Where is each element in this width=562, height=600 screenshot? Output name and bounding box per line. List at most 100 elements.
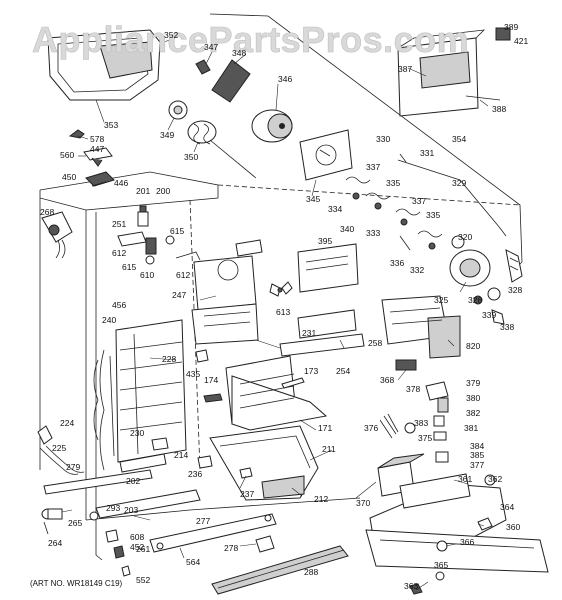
callout-352: 352 (164, 30, 178, 40)
callout-446: 446 (114, 178, 128, 188)
callout-395: 395 (318, 236, 332, 246)
watermark-text: AppliancePartsPros.com (32, 19, 469, 60)
fan-blade-613 (269, 281, 293, 297)
bracket-278 (255, 535, 275, 553)
small-parts-236-237 (197, 455, 253, 479)
callout-338: 338 (500, 322, 514, 332)
callout-261: 261 (136, 544, 150, 554)
ice-bucket-tray-211 (209, 425, 319, 501)
callout-615-right: 615 (170, 226, 184, 236)
drain-tube-224-225 (37, 425, 85, 475)
bracket-450-446 (85, 171, 115, 187)
callout-380: 380 (466, 393, 480, 403)
callout-362: 362 (488, 474, 502, 484)
brackets-612-615 (117, 231, 201, 265)
wire-bin-171 (225, 355, 328, 431)
callout-331: 331 (420, 148, 434, 158)
callout-328: 328 (508, 285, 522, 295)
callout-214: 214 (174, 450, 188, 460)
callout-330: 330 (376, 134, 390, 144)
drain-pan-360 (365, 473, 549, 595)
slide-parts-173-174 (195, 349, 305, 403)
roller-265-264 (41, 508, 63, 535)
callout-337-upper: 337 (366, 162, 380, 172)
callout-277: 277 (196, 516, 210, 526)
callout-552: 552 (136, 575, 150, 585)
callout-613: 613 (276, 307, 290, 317)
leader-lines (61, 35, 495, 591)
callout-201: 201 (136, 186, 150, 196)
callout-230: 230 (130, 428, 144, 438)
callout-421: 421 (514, 36, 528, 46)
callout-578: 578 (90, 134, 104, 144)
callout-224: 224 (60, 418, 74, 428)
callout-564: 564 (186, 557, 200, 567)
callout-387: 387 (398, 64, 412, 74)
callout-336: 336 (390, 258, 404, 268)
callout-247: 247 (172, 290, 186, 300)
callout-377: 377 (470, 460, 484, 470)
callout-365: 365 (434, 560, 448, 570)
callout-326: 326 (468, 295, 482, 305)
callout-350: 350 (184, 152, 198, 162)
callout-325: 325 (434, 295, 448, 305)
callout-333: 333 (366, 228, 380, 238)
callout-211: 211 (322, 444, 336, 454)
slide-rail-277 (149, 513, 277, 553)
motor-cover-346 (251, 109, 293, 143)
callout-251: 251 (112, 219, 126, 229)
callout-320: 320 (458, 232, 472, 242)
evaporator-fan-housing-247 (191, 239, 263, 345)
callout-200: 200 (156, 186, 170, 196)
callout-378: 378 (406, 384, 420, 394)
callout-339: 339 (482, 310, 496, 320)
callout-612-left: 612 (112, 248, 126, 258)
callout-337-lower: 337 (412, 196, 426, 206)
callout-363: 363 (404, 581, 418, 591)
callout-389: 389 (504, 22, 518, 32)
callout-384: 384 (470, 441, 484, 451)
art-number: (ART NO. WR18149 C19) (30, 579, 123, 588)
callout-264: 264 (48, 538, 62, 548)
callout-361: 361 (458, 474, 472, 484)
linkage-rod-329 (397, 153, 507, 237)
callout-236: 236 (188, 469, 202, 479)
callout-376: 376 (364, 423, 378, 433)
callout-171: 171 (318, 423, 332, 433)
light-socket-268 (41, 211, 73, 259)
callout-364: 364 (500, 502, 514, 512)
callout-348: 348 (232, 48, 246, 58)
callout-385: 385 (470, 450, 484, 460)
rail-202 (43, 469, 153, 495)
callout-375: 375 (418, 433, 432, 443)
callout-615-left: 615 (122, 262, 136, 272)
callout-228: 228 (162, 354, 176, 364)
callout-820: 820 (466, 341, 480, 351)
callout-456: 456 (112, 300, 126, 310)
callout-174: 174 (204, 375, 218, 385)
callout-288: 288 (304, 567, 318, 577)
bail-arm-assembly-325 (449, 235, 523, 325)
callout-335-lower: 335 (426, 210, 440, 220)
callout-329: 329 (452, 178, 466, 188)
rail-203-293 (89, 489, 201, 521)
callout-381: 381 (464, 423, 478, 433)
cover-395 (297, 243, 359, 293)
trim-288 (211, 545, 349, 595)
shelf-231-258 (279, 309, 365, 357)
callout-388: 388 (492, 104, 506, 114)
callout-354: 354 (452, 134, 466, 144)
callout-560: 560 (60, 150, 74, 160)
callout-335-upper: 335 (386, 178, 400, 188)
callout-212: 212 (314, 494, 328, 504)
callout-383: 383 (414, 418, 428, 428)
callout-203: 203 (124, 505, 138, 515)
callout-340: 340 (340, 224, 354, 234)
dispenser-door-387 (397, 27, 511, 117)
callout-435: 435 (186, 369, 200, 379)
callout-254: 254 (336, 366, 350, 376)
callout-268: 268 (40, 207, 54, 217)
callout-173: 173 (304, 366, 318, 376)
callout-231: 231 (302, 328, 316, 338)
